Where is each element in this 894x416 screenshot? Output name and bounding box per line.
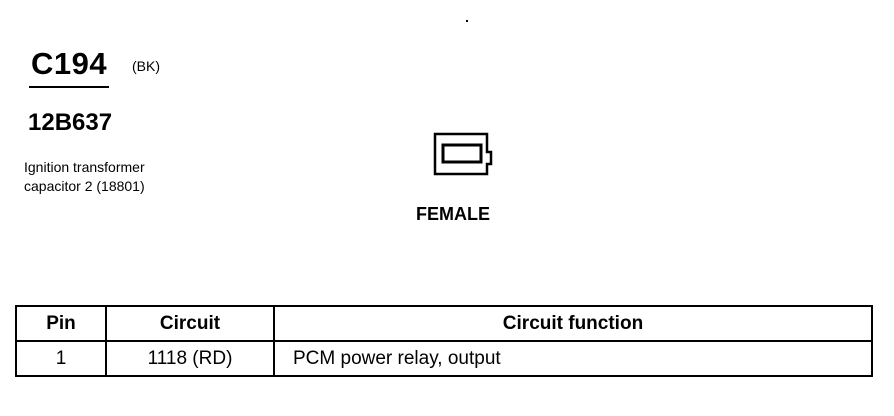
connector-id: C194 (31, 46, 108, 81)
scan-speck (466, 20, 468, 22)
column-header-circuit-function: Circuit function (273, 305, 873, 342)
table-header-row: Pin Circuit Circuit function (15, 305, 873, 342)
column-header-circuit: Circuit (105, 305, 275, 342)
column-header-pin: Pin (15, 305, 107, 342)
part-number: 12B637 (28, 109, 113, 136)
description-line-1: Ignition transformer (24, 159, 145, 175)
female-connector-face-icon (433, 132, 501, 183)
pin-cell: 1 (15, 340, 107, 377)
description-line-2: capacitor 2 (18801) (24, 178, 145, 194)
connector-id-underline (29, 86, 109, 88)
circuit-function-cell: PCM power relay, output (273, 340, 873, 377)
connector-gender-label: FEMALE (416, 204, 490, 224)
circuit-cell: 1118 (RD) (105, 340, 275, 377)
table-row: 1 1118 (RD) PCM power relay, output (15, 340, 873, 377)
connector-description: Ignition transformer capacitor 2 (18801) (24, 158, 145, 196)
pin-table: Pin Circuit Circuit function 1 1118 (RD)… (15, 305, 873, 377)
connector-color-code: (BK) (132, 58, 160, 74)
